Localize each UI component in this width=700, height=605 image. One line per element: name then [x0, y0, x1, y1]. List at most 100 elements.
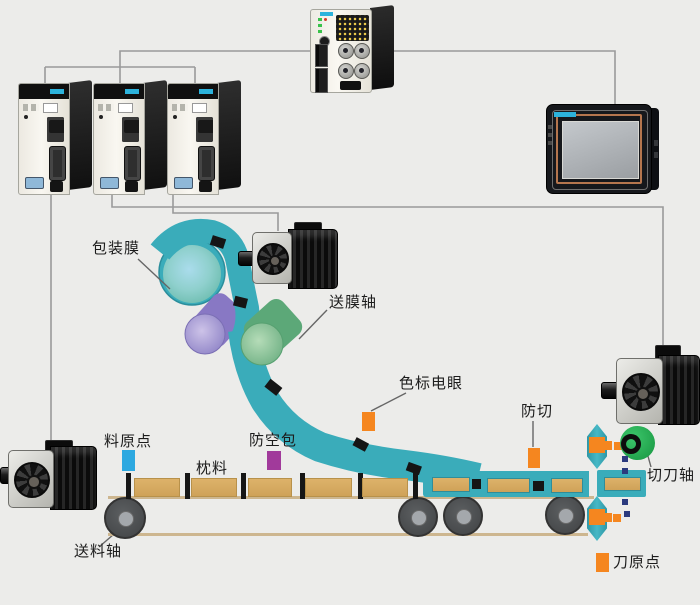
pulley-hub: [411, 510, 427, 526]
cutter-sync-orange-dot: [613, 514, 621, 522]
drive-sticker: [192, 103, 207, 113]
upper-cutter-hub: [589, 437, 605, 453]
drive-led: [99, 115, 103, 119]
drive-io-connector: [198, 146, 215, 181]
drive-ethernet-ports: [196, 117, 213, 142]
hmi-touch-panel: [546, 104, 662, 196]
label-anti-cut: 防切: [521, 402, 554, 420]
controller-model-label: [320, 12, 333, 16]
hmi-usb-port: [654, 140, 658, 146]
cut-package: [597, 470, 646, 497]
drive-power-connector: [174, 177, 193, 189]
controller-round-port: [354, 63, 370, 79]
drive-power-connector: [100, 177, 119, 189]
lower-cutter-hub: [589, 509, 605, 525]
conveyor-wheel: [398, 497, 438, 537]
controller-round-port: [338, 63, 354, 79]
conveyor-belt-top: [108, 496, 594, 499]
conveyor-wheel: [545, 495, 585, 535]
wrapped-package: [551, 478, 583, 493]
feed-axis-pulley: [104, 497, 146, 539]
motor-body: [50, 446, 97, 510]
cutter-roller-ring: [621, 434, 641, 454]
label-cutter-axis: 切刀轴: [647, 466, 696, 484]
hmi-usb-port: [654, 152, 658, 158]
motion-controller: [310, 5, 396, 97]
upper-cutter-nub: [605, 441, 612, 450]
pillow-material-block: [362, 478, 408, 497]
drive-header: [168, 84, 218, 99]
pulley-hub: [456, 509, 472, 525]
drive-side-panel: [217, 80, 241, 190]
drive-side-panel: [68, 80, 92, 190]
motor-flange: [616, 358, 663, 424]
pusher-bar: [185, 473, 190, 499]
wiring: [44, 50, 664, 445]
hmi-screen: [562, 121, 639, 179]
drive-model-label: [50, 89, 64, 94]
cutter-axis-roller: [620, 426, 655, 460]
drive-power-connector: [25, 177, 44, 189]
drive-side-panel: [143, 80, 167, 190]
controller-io-connector: [315, 68, 328, 93]
film-feed-roller-green: [240, 299, 303, 366]
drive-terminal-icons: [98, 104, 114, 111]
material-origin-chip: [122, 450, 135, 471]
drive2-to-cutter-motor-wire: [111, 193, 664, 349]
servo-drive-1: [18, 80, 92, 195]
controller-status-leds: [318, 18, 322, 34]
hmi-side-buttons: [548, 125, 552, 147]
wrapped-package: [487, 478, 530, 493]
drive-io-connector: [124, 146, 141, 181]
sync-dot: [622, 468, 628, 474]
pillow-material-block: [305, 478, 352, 497]
film-registration-marks: [209, 235, 422, 476]
lower-cutter-nub: [605, 513, 612, 522]
motor-fan-vent: [257, 243, 289, 275]
pusher-bar: [241, 473, 246, 499]
label-anti-empty-bag: 防空包: [249, 431, 298, 449]
controller-to-hmi-wire: [390, 50, 616, 105]
hmi-side-panel: [650, 108, 659, 190]
drive-model-label: [125, 89, 139, 94]
drive-terminal-icons: [172, 104, 188, 111]
label-material-origin: 料原点: [104, 432, 153, 450]
controller-bottom-connector: [340, 81, 361, 90]
drive-io-connector: [49, 146, 66, 181]
drive-front-panel: [18, 83, 70, 195]
controller-io-connector: [315, 44, 328, 67]
pusher-bar: [413, 473, 418, 499]
color-mark-sensor-pointer: [370, 392, 407, 412]
controller-led-matrix: [336, 15, 369, 41]
motor-body: [658, 355, 700, 425]
hmi-frame: [552, 110, 648, 190]
drive-front-panel: [93, 83, 145, 195]
controller-round-port: [354, 43, 370, 59]
controller-front-panel: [310, 9, 372, 93]
servo-drive-3: [167, 80, 241, 195]
film-tube: [423, 471, 589, 497]
drive-encoder-port: [125, 181, 138, 192]
drive-encoder-port: [199, 181, 212, 192]
conveyor-belt-bottom: [108, 533, 588, 536]
label-color-mark-sensor: 色标电眼: [399, 374, 464, 392]
drive-ethernet-ports: [122, 117, 139, 142]
cutter-sync-orange-dot: [614, 442, 622, 450]
drive3-to-film-motor-wire: [172, 193, 279, 231]
drive-sticker: [43, 103, 58, 113]
motor-fan-vent: [14, 462, 50, 498]
packaging-film-pointer: [137, 258, 171, 290]
film-roll: [158, 238, 226, 306]
pusher-bar: [126, 473, 131, 499]
sync-dot: [622, 456, 628, 462]
anti-empty-bag-chip: [267, 451, 281, 470]
label-film-feed-axis: 送膜轴: [329, 293, 378, 311]
motor-flange: [252, 232, 292, 284]
drive-terminal-icons: [23, 104, 39, 111]
label-pillow-material: 枕料: [196, 459, 229, 477]
label-knife-origin: 刀原点: [613, 553, 662, 571]
motor-body: [288, 229, 338, 289]
drive-header: [94, 84, 144, 99]
sync-dot: [624, 511, 630, 517]
